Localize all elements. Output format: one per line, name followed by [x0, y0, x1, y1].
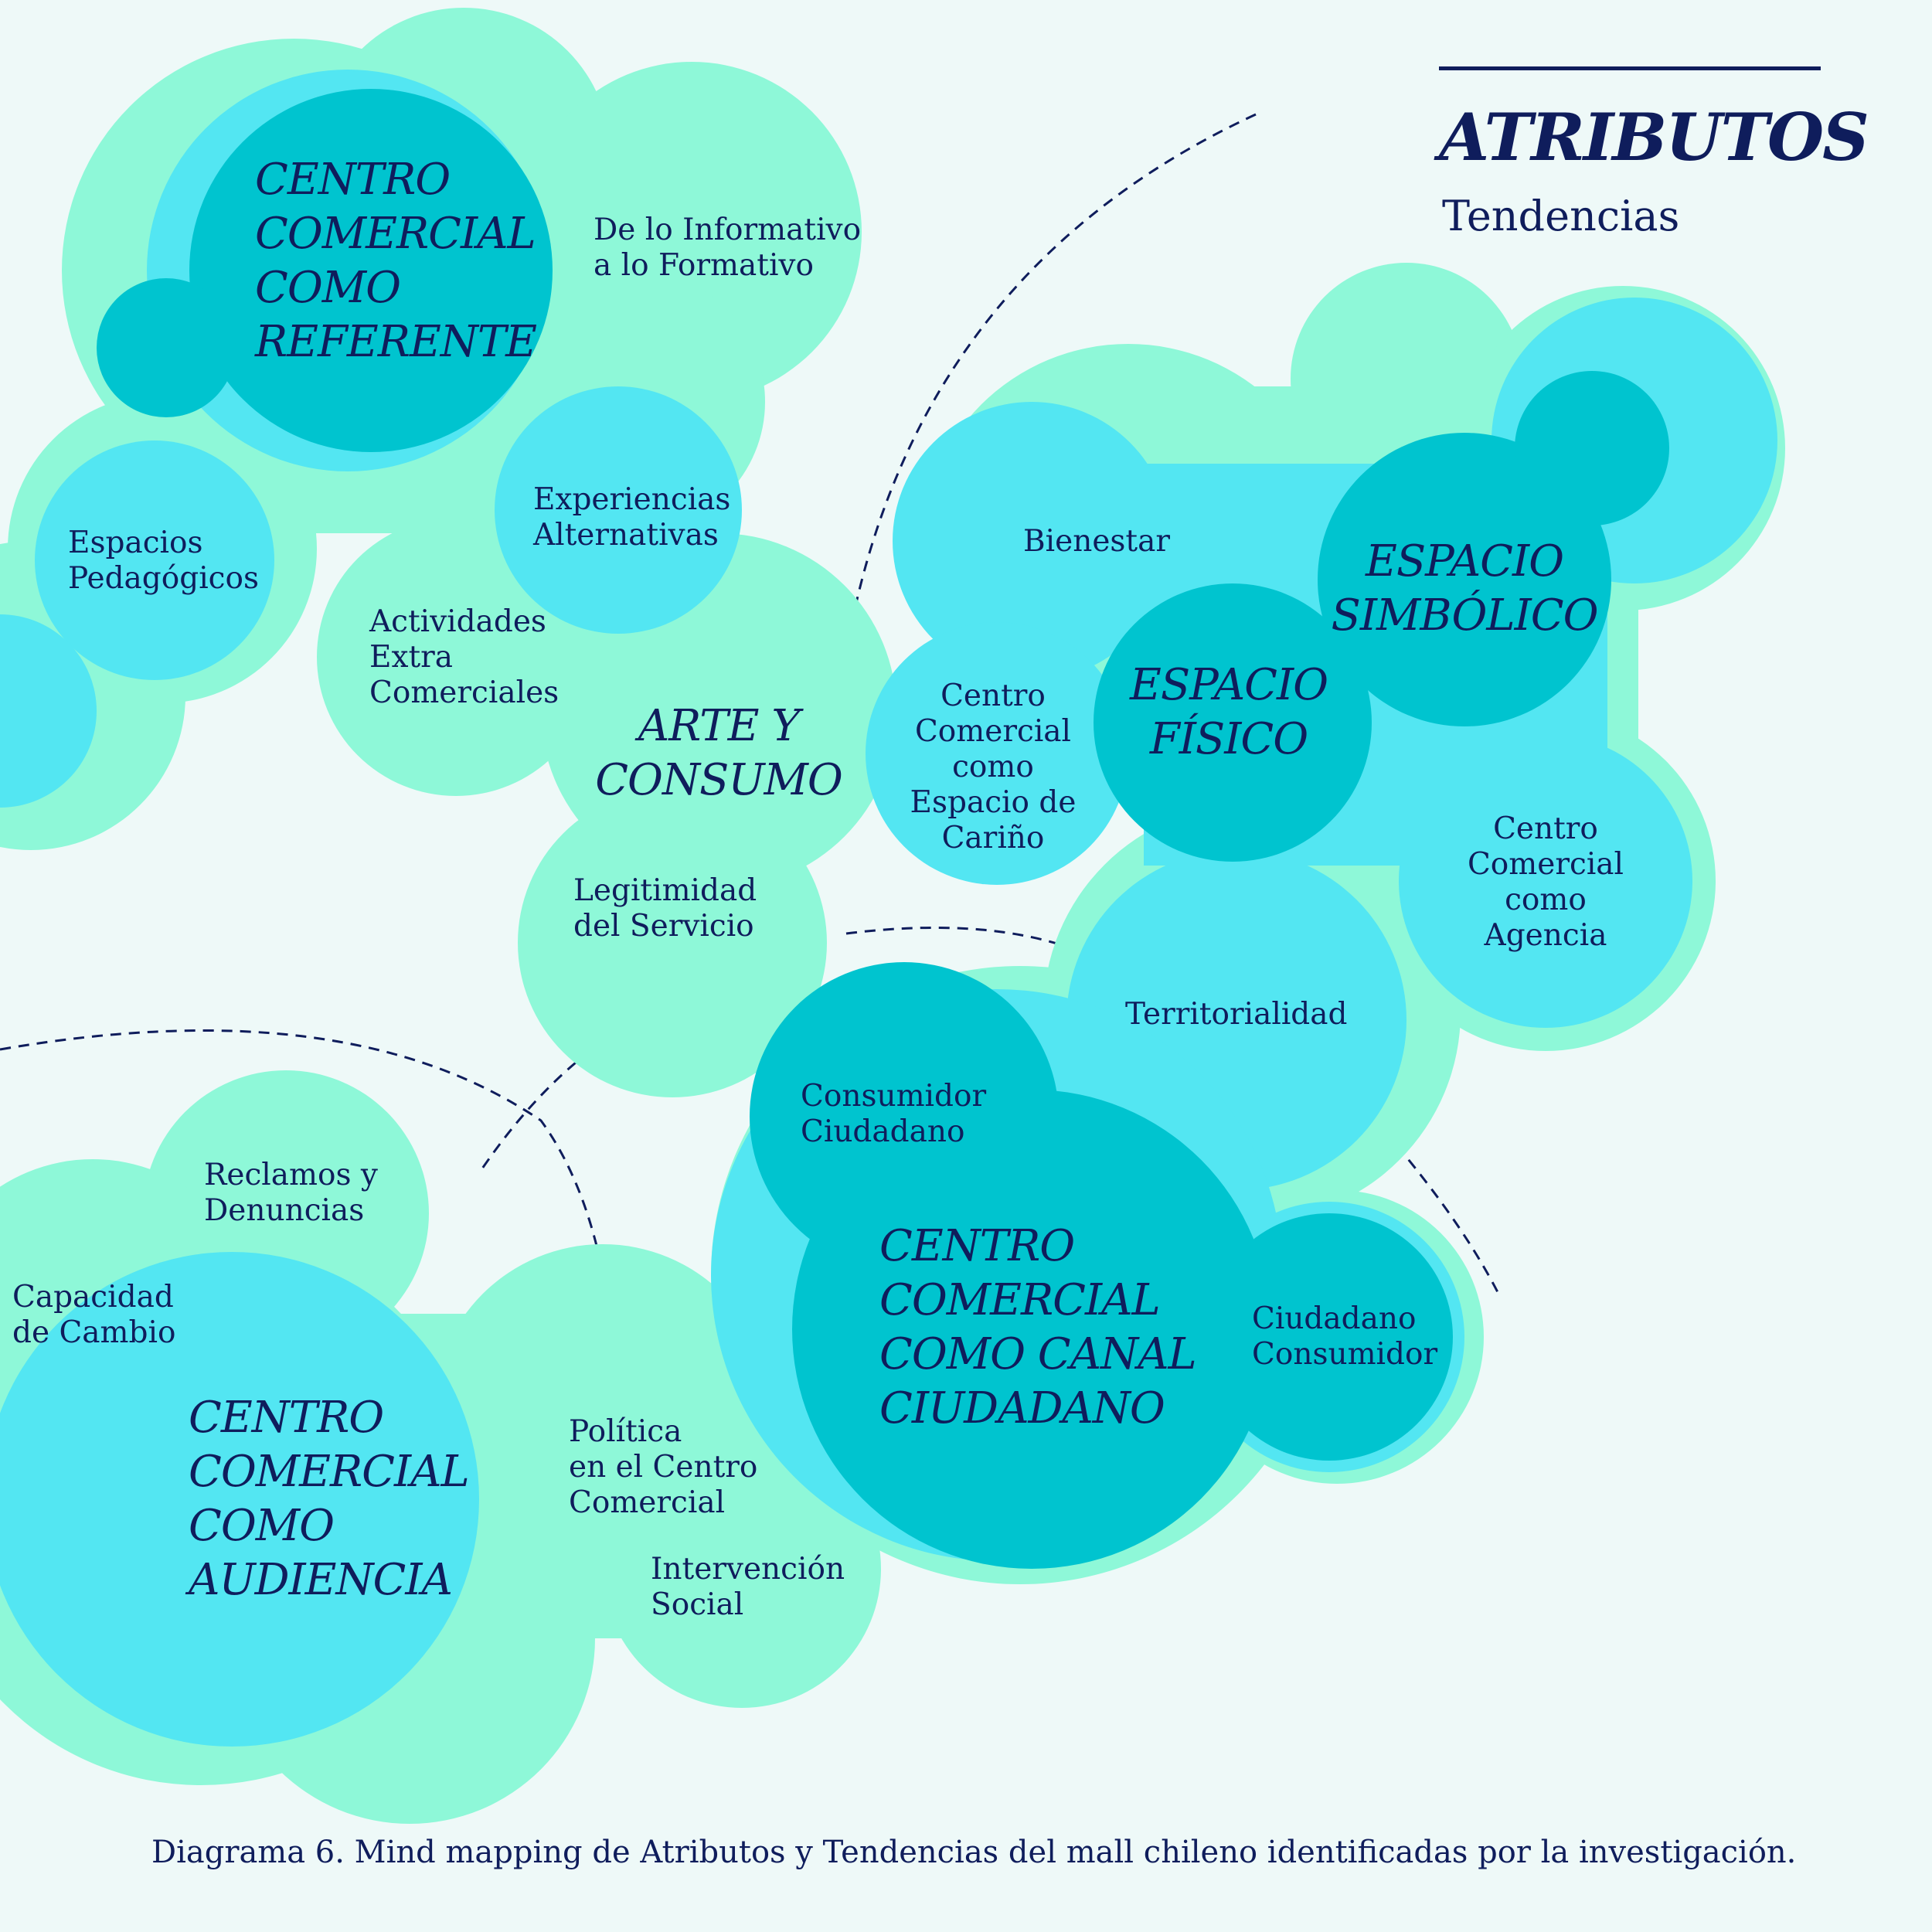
- hub-referente: CENTRO COMERCIAL COMO REFERENTE: [255, 155, 537, 367]
- topic-actividades-extra: Actividades Extra Comerciales: [369, 604, 560, 710]
- page-title: ATRIBUTOS: [1439, 99, 1869, 175]
- figure-caption: Diagrama 6. Mind mapping de Atributos y …: [151, 1835, 1797, 1870]
- topic-politica: Política en el Centro Comercial: [569, 1414, 758, 1520]
- page-subtitle: Tendencias: [1442, 192, 1680, 240]
- topic-territorialidad: Territorialidad: [1125, 997, 1348, 1032]
- dashed-arc-top: [855, 113, 1257, 604]
- dashed-arc-middle: [845, 926, 1083, 954]
- topic-capacidad-cambio: Capacidad de Cambio: [12, 1280, 176, 1350]
- dashed-arc-right: [1359, 1102, 1499, 1293]
- hub-arte-consumo: ARTE Y CONSUMO: [595, 701, 843, 805]
- topic-intervencion-social: Intervención Social: [651, 1552, 845, 1622]
- dashed-arc-left: [0, 1029, 616, 1361]
- header-rule: [1439, 66, 1821, 70]
- hub-audiencia: CENTRO COMERCIAL COMO AUDIENCIA: [189, 1393, 470, 1605]
- topic-agencia: Centro Comercial como Agencia: [1467, 811, 1624, 953]
- teal-layer: [97, 89, 1669, 1569]
- topic-espacios-pedagogicos: Espacios Pedagógicos: [68, 526, 260, 596]
- hub-espacio-fisico: ESPACIO FÍSICO: [1129, 660, 1328, 764]
- topic-ciudadano-consumidor: Ciudadano Consumidor: [1252, 1301, 1438, 1372]
- topic-experiencias-alternativas: Experiencias Alternativas: [533, 482, 731, 553]
- hub-espacio-simbolico: ESPACIO SIMBÓLICO: [1331, 536, 1599, 641]
- topic-consumidor-ciudadano: Consumidor Ciudadano: [801, 1079, 987, 1149]
- topic-bienestar: Bienestar: [1023, 524, 1170, 559]
- topic-espacio-carino: Centro Comercial como Espacio de Cariño: [910, 679, 1077, 855]
- hub-canal-ciudadano: CENTRO COMERCIAL COMO CANAL CIUDADANO: [879, 1221, 1197, 1434]
- topic-reclamos: Reclamos y Denuncias: [204, 1158, 378, 1228]
- topic-legitimidad: Legitimidad del Servicio: [573, 873, 757, 944]
- topic-informativo: De lo Informativo a lo Formativo: [594, 213, 862, 283]
